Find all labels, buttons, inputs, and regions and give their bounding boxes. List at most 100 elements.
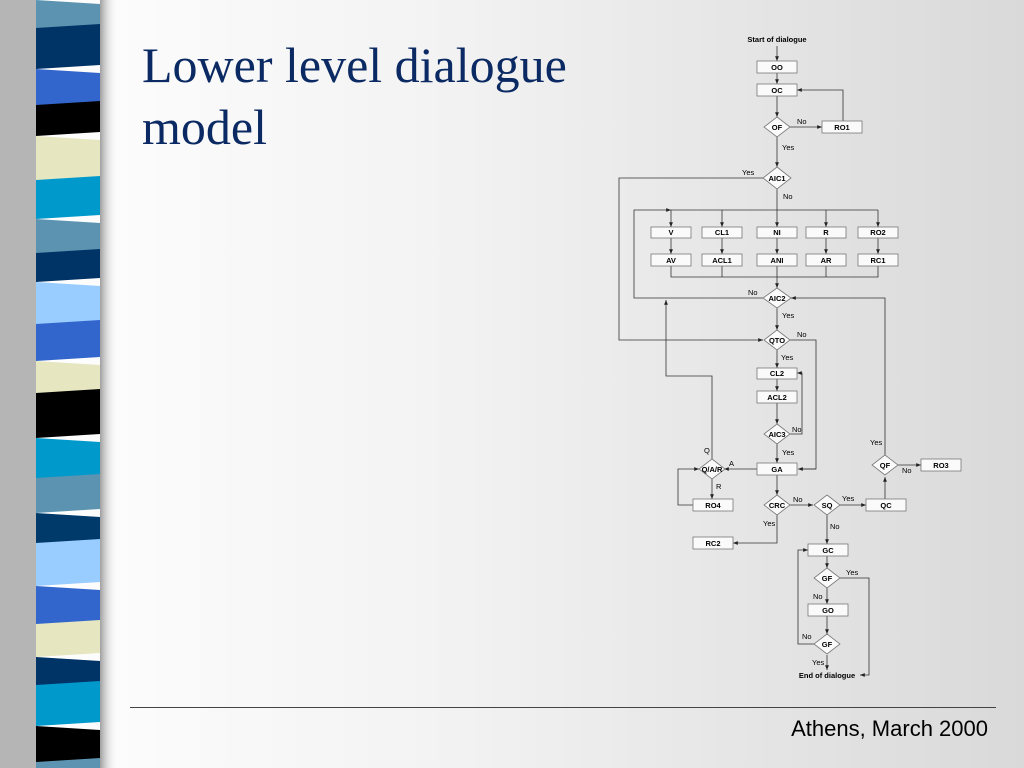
edge-label: Yes xyxy=(782,311,794,320)
edge-label: No xyxy=(748,288,758,297)
box-ga-label: GA xyxy=(771,465,783,474)
edge-label: Yes xyxy=(842,494,854,503)
edge-label: No xyxy=(813,592,823,601)
edge-label: Yes xyxy=(870,438,882,447)
stripe-segment xyxy=(36,681,100,726)
box-av: AV xyxy=(650,253,692,267)
decision-gf-1-label: GF xyxy=(822,574,833,583)
stripe-segment xyxy=(36,726,100,766)
edge-label: No xyxy=(793,495,803,504)
box-r: R xyxy=(805,226,847,239)
decision-qto: QTO xyxy=(763,329,791,351)
box-ani-label: ANI xyxy=(771,256,784,265)
edge-label: No xyxy=(797,117,807,126)
stripe-segment xyxy=(36,282,100,328)
box-ro3-label: RO3 xyxy=(933,461,948,470)
edge-label: A xyxy=(729,459,734,468)
edge-label: No xyxy=(797,330,807,339)
box-ro2-label: RO2 xyxy=(870,228,885,237)
flow-connectors xyxy=(618,46,921,677)
decision-qar-label: Q/A/R xyxy=(702,465,723,474)
box-qc-label: QC xyxy=(880,501,892,510)
box-v: V xyxy=(650,226,692,239)
box-oo: OO xyxy=(756,60,798,74)
edge-label: Yes xyxy=(812,658,824,667)
stripe-segment xyxy=(36,219,100,257)
stripe-segment xyxy=(36,474,100,513)
box-gc-label: GC xyxy=(822,546,834,555)
stripe-segment xyxy=(36,586,100,628)
decision-aic3: AIC3 xyxy=(763,423,791,445)
edge-label: Yes xyxy=(781,353,793,362)
box-ani: ANI xyxy=(756,253,798,267)
decision-qar: Q/A/R xyxy=(698,458,726,480)
edge-label: No xyxy=(802,632,812,641)
stripe-segment xyxy=(36,136,100,184)
edge-label: No xyxy=(792,425,802,434)
box-ni: NI xyxy=(756,226,798,239)
decision-aic2: AIC2 xyxy=(762,287,792,309)
box-acl2: ACL2 xyxy=(756,390,798,404)
decision-qf: QF xyxy=(871,454,899,476)
decorative-stripe-band xyxy=(0,0,118,768)
stripe-segment xyxy=(36,320,100,361)
decision-gf-1: GF xyxy=(813,567,841,589)
box-go: GO xyxy=(807,603,849,617)
stripe-segment xyxy=(36,389,100,438)
decision-gf-2: GF xyxy=(813,633,841,655)
decision-of-label: OF xyxy=(772,123,783,132)
box-qc: QC xyxy=(865,498,907,512)
decision-aic3-label: AIC3 xyxy=(768,430,785,439)
box-cl1: CL1 xyxy=(701,226,743,239)
box-rc2-label: RC2 xyxy=(705,539,720,548)
box-rc1: RC1 xyxy=(857,253,899,267)
edge-label: No xyxy=(902,466,912,475)
decision-of: OF xyxy=(763,116,791,138)
box-rc1-label: RC1 xyxy=(870,256,885,265)
end-terminal: End of dialogue xyxy=(799,671,855,680)
stripe-segment xyxy=(36,657,100,689)
decision-qf-label: QF xyxy=(880,461,891,470)
edge-label: Q xyxy=(704,446,710,455)
box-acl2-label: ACL2 xyxy=(767,393,787,402)
box-rc2: RC2 xyxy=(692,536,734,550)
box-cl2-label: CL2 xyxy=(770,369,784,378)
edge-label: Yes xyxy=(763,519,775,528)
edge-label: Yes xyxy=(846,568,858,577)
edge-labels: No Yes Yes No No Yes No Yes No Yes Q A R… xyxy=(704,117,912,667)
box-ro1-label: RO1 xyxy=(834,123,849,132)
decision-sq: SQ xyxy=(813,494,841,516)
stripe-segment xyxy=(36,361,100,397)
box-oc: OC xyxy=(756,83,798,97)
box-ro2: RO2 xyxy=(857,226,899,239)
stripe-segment xyxy=(36,620,100,657)
edge-label: Yes xyxy=(782,448,794,457)
box-ga: GA xyxy=(756,462,798,476)
stripe-segment xyxy=(36,758,100,768)
box-oc-label: OC xyxy=(771,86,783,95)
box-ro3: RO3 xyxy=(920,458,962,472)
box-go-label: GO xyxy=(822,606,834,615)
decision-aic2-label: AIC2 xyxy=(768,294,785,303)
edge-label: Yes xyxy=(742,168,754,177)
box-ar-label: AR xyxy=(821,256,832,265)
box-ro4-label: RO4 xyxy=(705,501,721,510)
stripe-segment xyxy=(36,69,100,109)
decision-qto-label: QTO xyxy=(769,336,785,345)
decision-crc: CRC xyxy=(763,494,791,516)
box-acl1: ACL1 xyxy=(701,253,743,267)
stripe-segment xyxy=(36,24,100,69)
box-ro4: RO4 xyxy=(692,498,734,512)
footer-text: Athens, March 2000 xyxy=(791,716,988,741)
edge-label: Yes xyxy=(782,143,794,152)
box-ro1: RO1 xyxy=(821,120,863,134)
edge-label: No xyxy=(830,522,840,531)
decision-aic1-label: AIC1 xyxy=(768,174,785,183)
decision-aic1: AIC1 xyxy=(762,166,792,190)
decision-crc-label: CRC xyxy=(769,501,786,510)
box-cl2: CL2 xyxy=(756,367,798,380)
stripe-segment xyxy=(36,438,100,482)
box-ni-label: NI xyxy=(773,228,781,237)
edge-label: R xyxy=(716,482,722,491)
